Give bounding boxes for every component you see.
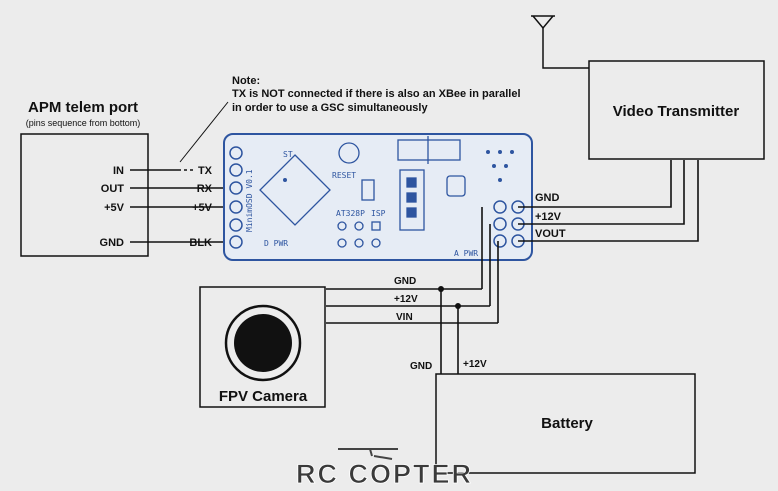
logo-text: RC COPTER xyxy=(296,459,473,489)
cam-wire-12v-label: +12V xyxy=(394,294,418,305)
osd-pin-5v: +5V xyxy=(192,202,213,214)
osd-pin-blk: BLK xyxy=(189,237,212,249)
silk-reset: RESET xyxy=(332,171,356,180)
osd-pin-tx: TX xyxy=(198,165,213,177)
isp-pads xyxy=(337,221,381,248)
camera-box xyxy=(199,286,326,408)
cam-wire-vin-label: VIN xyxy=(396,312,413,323)
note-line-2: in order to use a GSC simultaneously xyxy=(232,102,428,114)
mid-header xyxy=(399,169,425,231)
helicopter-icon xyxy=(338,448,398,460)
camera-lens-icon xyxy=(224,304,302,382)
apm-pin-in: IN xyxy=(113,165,124,177)
wire-vtx-12v xyxy=(518,160,685,225)
apm-pin-labels: IN OUT +5V GND xyxy=(100,165,125,249)
left-header xyxy=(229,146,243,249)
small-vias xyxy=(486,150,514,182)
bat-wire-gnd-label: GND xyxy=(410,361,432,372)
silk-name: MinimOSD V0.1 xyxy=(245,169,254,232)
apm-pin-gnd: GND xyxy=(100,237,125,249)
apm-box xyxy=(20,133,149,257)
chip-outline xyxy=(259,154,331,226)
wire-vtx-vout xyxy=(518,160,699,242)
chip-pin1-dot xyxy=(283,178,287,182)
silk-st: ST xyxy=(283,150,293,159)
reset-pad xyxy=(361,179,375,201)
bat-wire-12v-label: +12V xyxy=(463,359,487,370)
vtx-title: Video Transmitter xyxy=(613,103,740,120)
silk-isp: ISP xyxy=(371,209,386,218)
cap-right xyxy=(446,175,466,197)
wire-vtx-gnd xyxy=(518,160,672,208)
apm-subtitle: (pins sequence from bottom) xyxy=(26,118,141,128)
osd-vtx-wires xyxy=(518,160,699,242)
camera-title: FPV Camera xyxy=(219,388,308,405)
osd-left-pin-labels: TX RX +5V BLK xyxy=(189,165,212,249)
silk-pwr-right: A PWR xyxy=(454,249,478,258)
note-line-1: TX is NOT connected if there is also an … xyxy=(232,88,521,100)
osd-pin-vout: VOUT xyxy=(535,228,566,240)
battery-box xyxy=(435,373,696,474)
apm-osd-wires xyxy=(130,169,228,243)
power-video-wires xyxy=(326,207,499,374)
apm-title: APM telem port xyxy=(28,99,138,116)
osd-pin-rx: RX xyxy=(197,183,213,195)
silk-chip: AT328P xyxy=(336,209,365,218)
note-pointer-line xyxy=(179,101,229,163)
vtx-box xyxy=(588,60,765,160)
board-outline xyxy=(223,133,533,261)
junction-dots xyxy=(438,286,461,309)
osd-pin-12v: +12V xyxy=(535,211,562,223)
battery-title: Battery xyxy=(541,415,593,432)
osd-pin-gnd: GND xyxy=(535,192,560,204)
apm-pin-5v: +5V xyxy=(104,202,125,214)
minimosd-board: MinimOSD V0.1 ST RESET AT328P ISP D PWR … xyxy=(223,133,533,261)
note-title: Note: xyxy=(232,75,260,87)
silk-pwr-left: D PWR xyxy=(264,239,288,248)
reset-button-outline xyxy=(338,142,360,164)
cam-wire-gnd-label: GND xyxy=(394,276,416,287)
rc-copter-logo: RC COPTER xyxy=(296,448,473,489)
crystal xyxy=(397,139,461,161)
antenna-icon xyxy=(531,15,589,69)
apm-pin-out: OUT xyxy=(101,183,125,195)
